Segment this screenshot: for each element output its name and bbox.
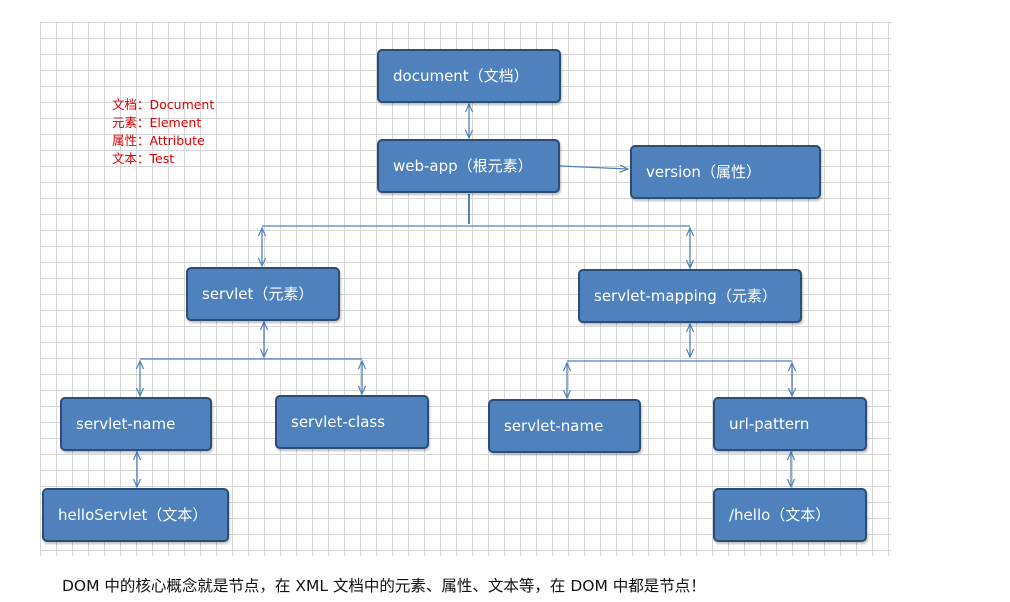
node-servlet-class: servlet-class <box>275 395 429 449</box>
node-servlet-mapping: servlet-mapping（元素） <box>578 269 802 323</box>
connector-webapp-version <box>559 166 628 169</box>
node-servlet-name-right: servlet-name <box>488 399 641 453</box>
node-servlet: servlet（元素） <box>186 267 340 321</box>
legend: 文档：Document 元素：Element 属性：Attribute 文本：T… <box>112 96 214 168</box>
node-version: version（属性） <box>630 145 821 199</box>
legend-item-attribute: 属性：Attribute <box>112 133 205 148</box>
node-hello-text: /hello（文本） <box>713 488 867 542</box>
node-web-app: web-app（根元素） <box>377 139 560 193</box>
node-hello-servlet-text: helloServlet（文本） <box>42 488 229 542</box>
node-url-pattern: url-pattern <box>713 397 867 451</box>
legend-item-document: 文档：Document <box>112 97 215 112</box>
node-servlet-name-left: servlet-name <box>60 397 212 451</box>
legend-item-element: 元素：Element <box>112 115 202 130</box>
caption: DOM 中的核心概念就是节点，在 XML 文档中的元素、属性、文本等，在 DOM… <box>62 577 706 595</box>
node-document: document（文档） <box>377 49 561 103</box>
legend-item-text: 文本：Test <box>112 151 175 166</box>
